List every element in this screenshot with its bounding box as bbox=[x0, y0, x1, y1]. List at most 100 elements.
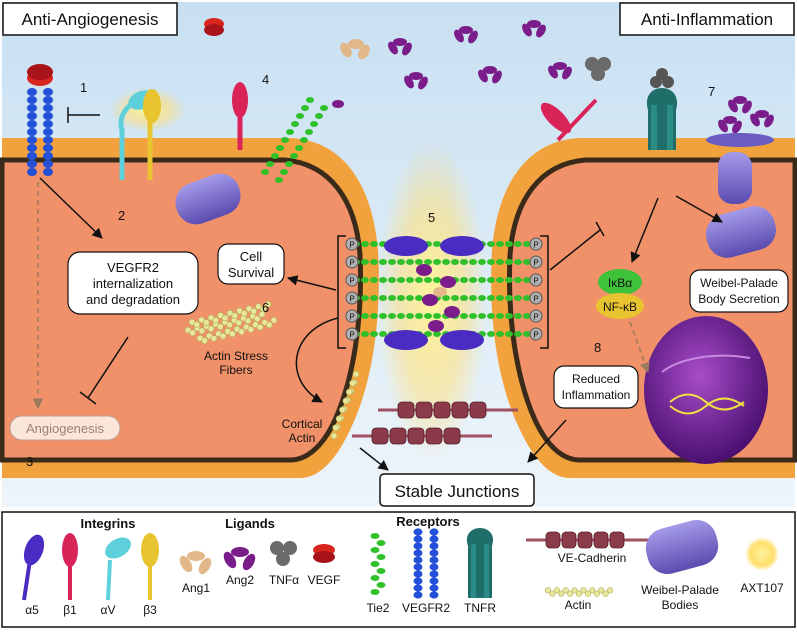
svg-text:Anti-Inflammation: Anti-Inflammation bbox=[641, 10, 773, 29]
legend-beta1: β1 bbox=[62, 533, 78, 617]
ve-cadherin-junction bbox=[352, 401, 518, 445]
svg-text:P: P bbox=[349, 313, 354, 322]
tie2-receptor-left bbox=[261, 97, 344, 183]
integrin-beta1-left bbox=[232, 82, 248, 150]
svg-text:P: P bbox=[349, 241, 354, 250]
svg-text:P: P bbox=[533, 241, 538, 250]
svg-text:Reduced: Reduced bbox=[572, 372, 620, 386]
legend-beta3: β3 bbox=[141, 533, 159, 617]
legend-tnfa: TNFα bbox=[269, 541, 299, 587]
step-number-4: 4 bbox=[262, 72, 269, 87]
svg-text:Cortical: Cortical bbox=[282, 417, 323, 431]
legend-ang1: Ang1 bbox=[179, 551, 212, 595]
svg-text:Ang2: Ang2 bbox=[226, 573, 254, 587]
svg-text:TNFα: TNFα bbox=[269, 573, 299, 587]
weibel-palade-body-left bbox=[175, 173, 241, 225]
ang2-ligand bbox=[388, 38, 412, 56]
svg-text:VEGF: VEGF bbox=[308, 573, 341, 587]
svg-text:Stable Junctions: Stable Junctions bbox=[395, 482, 520, 501]
svg-text:Weibel-Palade: Weibel-Palade bbox=[641, 583, 719, 597]
actin-stress-fibers bbox=[184, 300, 278, 344]
tnfr-receptor bbox=[646, 68, 678, 150]
nucleus bbox=[644, 316, 768, 464]
integrin-beta1-right bbox=[540, 98, 598, 142]
svg-text:β1: β1 bbox=[63, 603, 77, 617]
svg-text:Survival: Survival bbox=[228, 265, 274, 280]
anti-inflammation-title: Anti-Inflammation bbox=[619, 2, 795, 36]
ang2-ligand bbox=[404, 72, 428, 90]
svg-text:Weibel-Palade: Weibel-Palade bbox=[700, 276, 778, 290]
anti-angiogenesis-title: Anti-Angiogenesis bbox=[2, 2, 178, 36]
svg-text:P: P bbox=[349, 295, 354, 304]
stable-junctions-box: Stable Junctions bbox=[379, 473, 535, 507]
step-number-5: 5 bbox=[428, 210, 435, 225]
svg-text:P: P bbox=[349, 259, 354, 268]
ang2-ligand bbox=[548, 62, 572, 80]
legend-ve-cadherin: VE-Cadherin bbox=[526, 531, 656, 565]
angiogenesis-box: Angiogenesis bbox=[9, 415, 121, 441]
svg-text:Ang1: Ang1 bbox=[182, 581, 210, 595]
svg-text:AXT107: AXT107 bbox=[740, 581, 784, 595]
step-number-1: 1 bbox=[80, 80, 87, 95]
svg-text:P: P bbox=[349, 331, 354, 340]
svg-text:P: P bbox=[533, 331, 538, 340]
step-number-2: 2 bbox=[118, 208, 125, 223]
legend-tnfr: TNFR bbox=[464, 528, 496, 615]
reduced-inflammation-box: Reduced Inflammation bbox=[553, 365, 639, 409]
legend-alphav: αV bbox=[101, 537, 131, 617]
ang2-ligand bbox=[454, 26, 478, 44]
legend-weibel-palade: Weibel-Palade Bodies bbox=[641, 519, 719, 612]
svg-text:IκBα: IκBα bbox=[608, 276, 632, 290]
weibel-palade-secreting bbox=[706, 133, 774, 204]
actin-stress-fibers-label: Actin Stress Fibers bbox=[204, 349, 268, 377]
svg-text:α5: α5 bbox=[25, 603, 39, 617]
ang2-ligand bbox=[750, 110, 774, 128]
legend-tie2: Tie2 bbox=[367, 533, 390, 615]
integrin-alphav-beta3 bbox=[118, 89, 161, 180]
svg-text:VE-Cadherin: VE-Cadherin bbox=[558, 551, 627, 565]
svg-text:P: P bbox=[533, 277, 538, 286]
step-numbers: 1 2 3 4 5 6 7 8 bbox=[26, 72, 715, 469]
svg-text:P: P bbox=[533, 295, 538, 304]
ang2-ligand bbox=[478, 66, 502, 84]
legend-integrins-title: Integrins bbox=[81, 516, 136, 531]
svg-text:Fibers: Fibers bbox=[219, 363, 252, 377]
svg-text:P: P bbox=[349, 277, 354, 286]
step-number-3: 3 bbox=[26, 454, 33, 469]
svg-text:P: P bbox=[533, 313, 538, 322]
ang2-ligand bbox=[728, 96, 752, 114]
ang2-ligand bbox=[718, 116, 742, 134]
junction-brackets bbox=[337, 235, 549, 349]
ang2-ligand-group bbox=[388, 20, 774, 134]
cortical-actin-filament bbox=[330, 370, 360, 440]
legend-axt107: AXT107 bbox=[740, 537, 784, 595]
step-number-6: 6 bbox=[262, 300, 269, 315]
svg-text:TNFR: TNFR bbox=[464, 601, 496, 615]
svg-text:VEGFR2: VEGFR2 bbox=[402, 601, 450, 615]
svg-text:and degradation: and degradation bbox=[86, 292, 180, 307]
svg-text:Actin: Actin bbox=[565, 598, 592, 612]
vegfr2-internalization-box: VEGFR2 internalization and degradation bbox=[67, 251, 199, 315]
legend-alpha5: α5 bbox=[22, 534, 45, 617]
legend-receptors-title: Receptors bbox=[396, 514, 460, 529]
svg-text:VEGFR2: VEGFR2 bbox=[107, 260, 159, 275]
svg-text:Inflammation: Inflammation bbox=[562, 388, 631, 402]
legend-vegfr2: VEGFR2 bbox=[402, 528, 450, 615]
svg-text:β3: β3 bbox=[143, 603, 157, 617]
ikba-nfkb-complex: IκBα NF-κB bbox=[596, 269, 644, 319]
cortical-actin-label: Cortical Actin bbox=[282, 417, 323, 445]
arrows bbox=[32, 177, 723, 471]
cell-survival-box: Cell Survival bbox=[217, 243, 285, 285]
svg-text:Actin: Actin bbox=[289, 431, 316, 445]
svg-text:αV: αV bbox=[101, 603, 116, 617]
svg-text:Angiogenesis: Angiogenesis bbox=[26, 421, 105, 436]
svg-text:Anti-Angiogenesis: Anti-Angiogenesis bbox=[21, 10, 158, 29]
svg-text:Actin Stress: Actin Stress bbox=[204, 349, 268, 363]
vegfr2-receptor-left bbox=[27, 64, 53, 176]
weibel-palade-body-right bbox=[705, 206, 777, 258]
tnfa-ligand-top bbox=[585, 57, 611, 81]
svg-text:Cell: Cell bbox=[240, 249, 263, 264]
svg-text:Bodies: Bodies bbox=[662, 598, 699, 612]
